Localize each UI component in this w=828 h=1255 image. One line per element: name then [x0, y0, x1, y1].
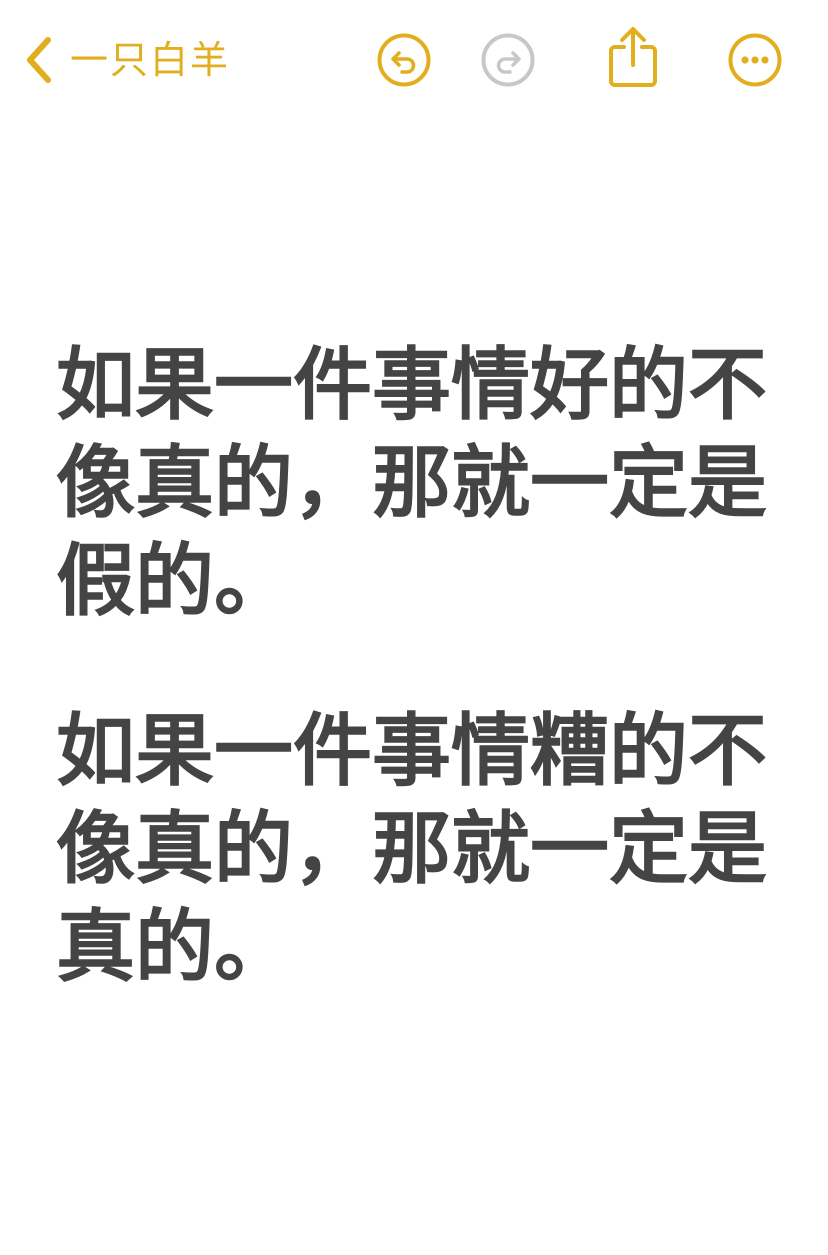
undo-button[interactable] — [374, 32, 434, 92]
back-label: 一只白羊 — [70, 38, 231, 82]
ellipsis-circle-icon — [727, 32, 783, 92]
note-body[interactable]: 如果一件事情好的不像真的，那就一定是假的。 如果一件事情糟的不像真的，那就一定是… — [56, 336, 776, 996]
navigation-bar: 一只白羊 — [0, 0, 828, 125]
more-button[interactable] — [725, 32, 785, 92]
redo-circle-icon — [480, 32, 536, 92]
back-button[interactable]: 一只白羊 — [22, 34, 230, 86]
undo-circle-icon — [376, 32, 432, 92]
share-icon — [607, 25, 659, 93]
note-paragraph: 如果一件事情糟的不像真的，那就一定是真的。 — [56, 705, 767, 993]
note-paragraph: 如果一件事情好的不像真的，那就一定是假的。 — [56, 339, 767, 627]
chevron-left-icon — [22, 34, 56, 86]
redo-button[interactable] — [478, 32, 538, 92]
share-button[interactable] — [603, 26, 663, 92]
